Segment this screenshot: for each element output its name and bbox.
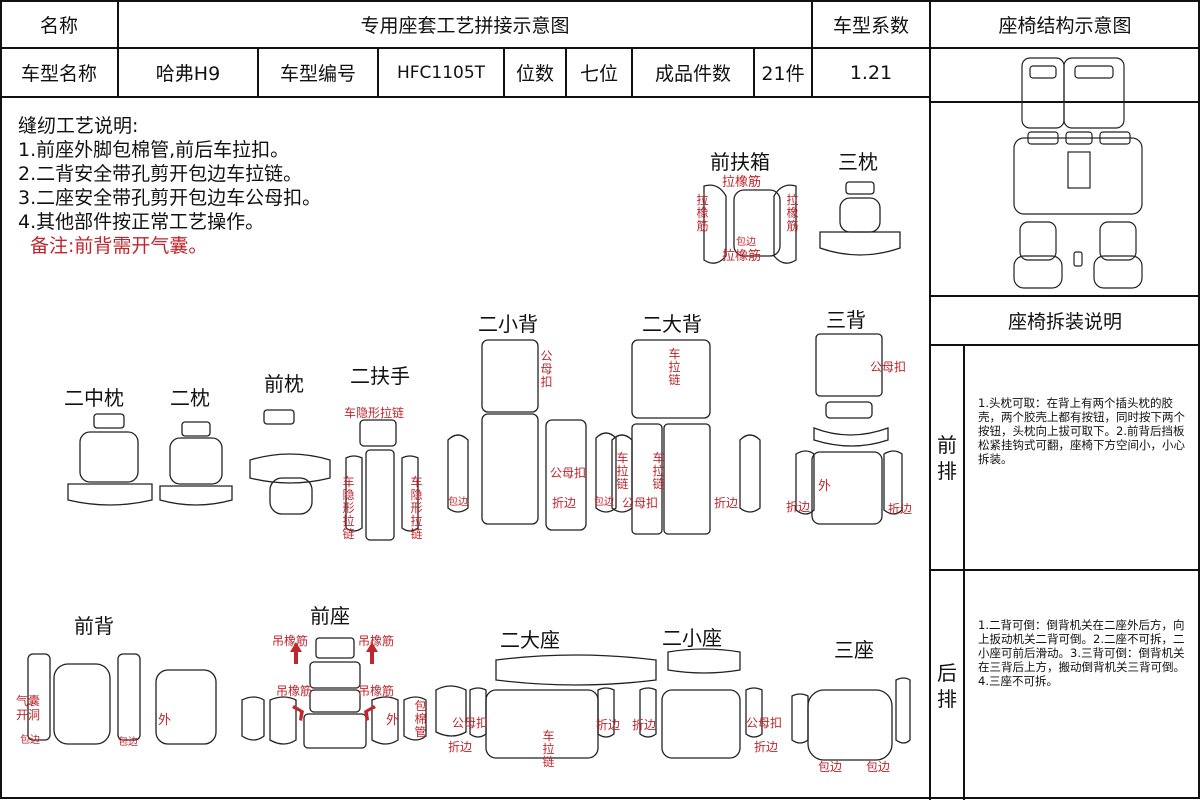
mark-snap-small-seat: 公母扣 [746, 716, 783, 730]
model-name: 哈弗H9 [155, 63, 221, 85]
model-code-label: 车型编号 [279, 63, 356, 85]
label-front-headrest: 前枕 [264, 372, 304, 396]
label-front-armrest: 前扶箱 [710, 150, 770, 174]
label-second-mid-headrest: 二中枕 [64, 386, 124, 410]
mark-cotton-tube: 包棉管 [414, 699, 427, 739]
mark-airbag: 气囊开洞 [16, 694, 41, 722]
mark-hang-rubber-3: 吊橡筋 [276, 684, 313, 698]
note-remark: 备注:前背需开气囊。 [30, 235, 208, 257]
mark-rubber-left: 拉橡筋 [696, 193, 709, 233]
mark-fold-third-back-right: 折边 [888, 502, 913, 516]
model-name-label: 车型名称 [20, 63, 97, 85]
mark-outer-front-back: 外 [158, 713, 172, 728]
mark-wrap-third-seat-left: 包边 [818, 760, 843, 774]
mark-rubber-bottom: 拉橡筋 [722, 249, 762, 264]
rear-row-label: 后排 [937, 661, 957, 711]
mark-wrap-front-back-left: 包边 [20, 735, 40, 746]
label-second-headrest: 二枕 [170, 386, 210, 410]
mark-fold-small-seat-left: 折边 [632, 718, 657, 732]
mark-snap-small-back: 公母扣 [540, 349, 553, 389]
seat-structure-sketch [1013, 57, 1143, 289]
mark-hang-rubber-1: 吊橡筋 [272, 634, 309, 648]
mark-outer-front-seat: 外 [386, 713, 400, 728]
mark-wrap-front-back-right: 包边 [118, 737, 138, 748]
mark-fold-big-back: 折边 [714, 496, 739, 510]
pieces-value: 21件 [761, 63, 805, 85]
mark-hang-rubber-2: 吊橡筋 [358, 634, 395, 648]
coef-label: 车型系数 [832, 14, 909, 37]
mark-fold-third-back-left: 折边 [786, 500, 811, 514]
seats-label: 位数 [515, 63, 554, 85]
pieces-label: 成品件数 [654, 63, 731, 85]
front-row-instructions: 1.头枕可取：在背上有两个插头枕的胶壳，两个胶壳上都有按钮，同时按下两个按钮，头… [978, 396, 1185, 466]
mark-wrap-big-back: 包边 [594, 497, 614, 508]
mark-zip-big-seat: 车拉链 [542, 729, 555, 769]
label-second-small-back: 二小背 [478, 312, 538, 336]
seats-value: 七位 [579, 63, 618, 85]
coef-value: 1.21 [849, 61, 893, 84]
structure-label: 座椅结构示意图 [998, 14, 1132, 37]
note-item-4: 4.其他部件按正常工艺操作。 [18, 211, 265, 233]
mark-hidden-zip-left: 车隐形拉链 [342, 475, 355, 541]
name-label: 名称 [39, 14, 78, 37]
label-third-headrest: 三枕 [838, 150, 878, 174]
mark-snap-big-seat: 公母扣 [452, 716, 489, 730]
label-second-big-seat: 二大座 [500, 628, 560, 652]
mark-zip-big-back: 车拉链 [668, 347, 681, 387]
diagram-title: 专用座套工艺拼接示意图 [360, 14, 570, 37]
mark-wrap-armrest: 包边 [736, 237, 756, 248]
model-code: HFC1105T [396, 62, 486, 83]
label-front-back: 前背 [74, 614, 114, 638]
mark-zip-big-back-left: 车拉链 [616, 451, 629, 491]
note-item-1: 1.前座外脚包棉管,前后车拉扣。 [18, 139, 290, 161]
notes-title: 缝纫工艺说明: [18, 115, 139, 137]
rear-row-instructions: 1.二背可倒：倒背机关在二座外后方，向上扳动机关二背可倒。2.二座不可拆，二小座… [978, 618, 1185, 688]
note-item-3: 3.二座安全带孔剪开包边车公母扣。 [18, 187, 322, 209]
mark-hidden-zip: 车隐形拉链 [344, 406, 405, 420]
install-title: 座椅拆装说明 [1007, 311, 1122, 333]
mark-outer-third-back: 外 [818, 479, 832, 494]
mark-wrap-third-seat-right: 包边 [866, 760, 891, 774]
label-second-armrest: 二扶手 [350, 364, 410, 388]
mark-rubber-right: 拉橡筋 [786, 193, 799, 233]
mark-snap-big-back: 公母扣 [622, 496, 659, 510]
pattern-pieces [27, 181, 911, 761]
label-third-back: 三背 [826, 308, 866, 332]
mark-rubber-top: 拉橡筋 [722, 175, 762, 190]
front-row-label: 前排 [937, 433, 957, 483]
mark-fold-big-seat-left: 折边 [448, 740, 473, 754]
mark-zip-big-back-right: 车拉链 [652, 451, 665, 491]
mark-wrap-small-back: 包边 [448, 497, 468, 508]
mark-hidden-zip-right: 车隐形拉链 [410, 475, 423, 541]
label-second-big-back: 二大背 [642, 312, 702, 336]
label-second-small-seat: 二小座 [662, 626, 722, 650]
mark-snap-small-back-2: 公母扣 [550, 466, 587, 480]
label-front-seat: 前座 [310, 604, 350, 628]
mark-hang-rubber-4: 吊橡筋 [358, 684, 395, 698]
label-third-seat: 三座 [834, 638, 874, 662]
mark-fold-big-seat-right: 折边 [596, 718, 621, 732]
mark-snap-third-back: 公母扣 [870, 360, 907, 374]
note-item-2: 2.二背安全带孔剪开包边车拉链。 [18, 163, 303, 185]
mark-fold-small-seat-right: 折边 [754, 740, 779, 754]
mark-fold-small-back: 折边 [552, 496, 577, 510]
red-arrows [290, 642, 378, 721]
